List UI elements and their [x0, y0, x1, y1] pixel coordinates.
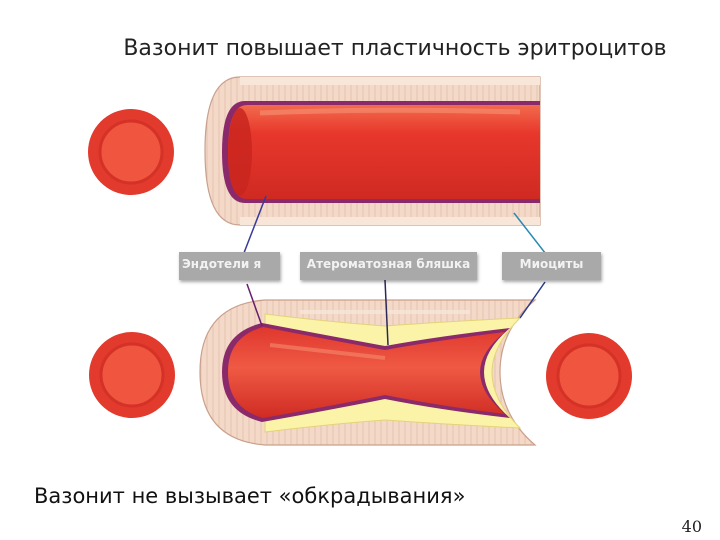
red-blood-cell: [546, 333, 632, 419]
red-blood-cell: [88, 109, 174, 195]
plaque-leader-line: [384, 279, 389, 346]
page-title: Вазонит повышает пластичность эритроцито…: [123, 36, 667, 61]
page-number: 40: [681, 517, 702, 536]
myocytes-leader-line: [513, 212, 550, 259]
endothelium-leader-line: [241, 195, 267, 259]
label-myocytes: Миоциты: [502, 252, 601, 280]
stenotic-vessel: [199, 299, 537, 446]
red-blood-cell: [89, 332, 175, 418]
healthy-vessel: [204, 76, 541, 226]
endothelium-leader-line: [246, 283, 263, 327]
myocytes-leader-line: [519, 281, 546, 319]
slide-subtitle: Вазонит не вызывает «обкрадывания»: [34, 484, 466, 508]
label-endothelium: Эндотели я: [179, 252, 280, 280]
label-atheromatous-plaque: Атероматозная бляшка: [300, 252, 477, 280]
